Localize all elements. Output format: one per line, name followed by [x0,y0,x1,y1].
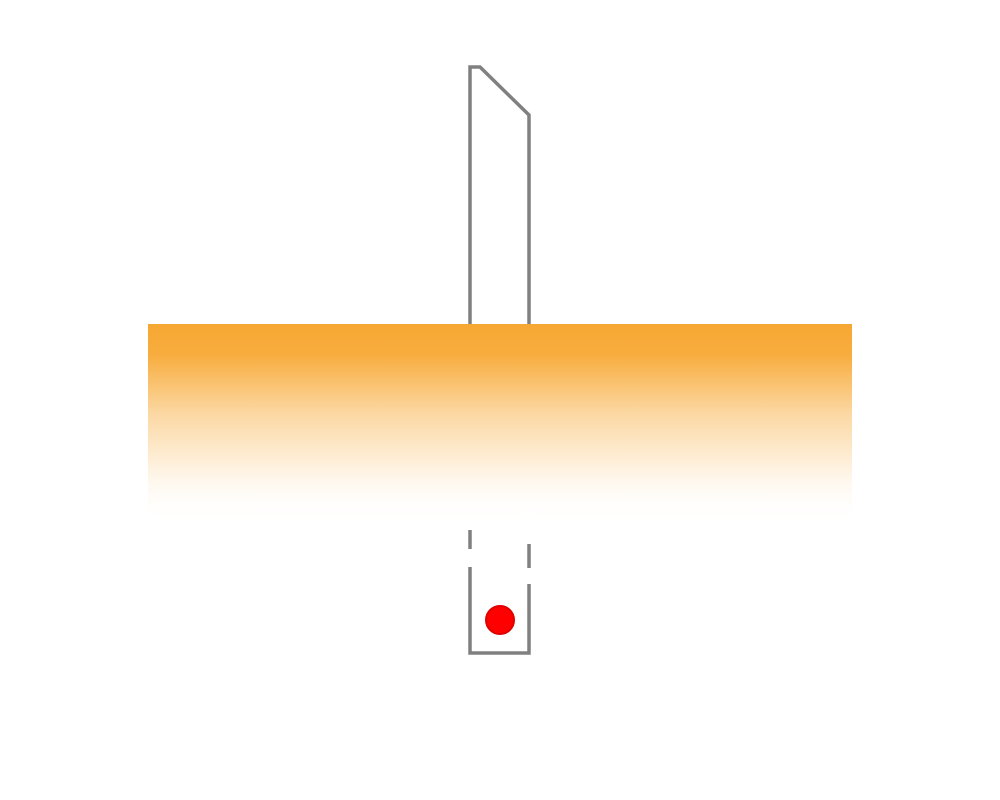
probe-lower-outline [468,530,531,655]
probe-upper-outline [468,65,531,325]
probe-break-marks [465,508,534,582]
gradient-band [148,324,852,524]
red-dot-marker [485,605,515,635]
